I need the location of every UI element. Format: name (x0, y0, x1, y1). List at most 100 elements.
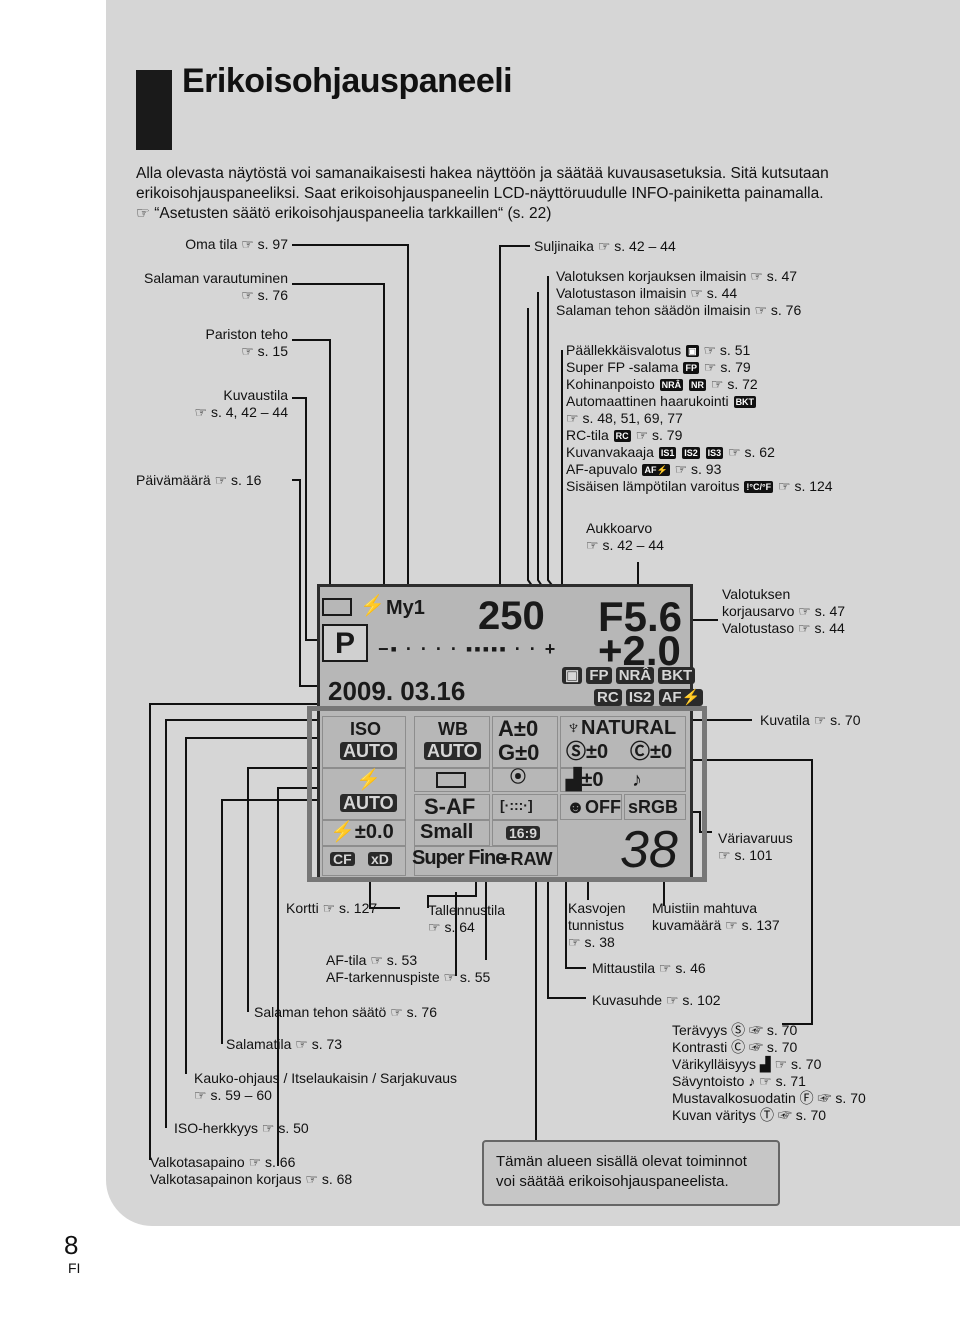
iso-label: ISO (350, 719, 382, 739)
label-kuvaustila: Kuvaustila (223, 387, 288, 403)
cell-quality[interactable] (414, 846, 558, 876)
label-salaman-varautuminen: Salaman varautuminen (144, 270, 288, 286)
saturation-text: ±0 (581, 769, 604, 791)
label-af-apuvalo: AF-apuvalo AF⚡ ☞ s. 93 (566, 461, 721, 478)
gradation-icon: ♪ (632, 769, 642, 791)
cell-color-space[interactable] (624, 794, 686, 820)
intro-line-1: Alla olevasta näytöstä voi samanaikaises… (136, 165, 829, 182)
cell-face-detect[interactable] (560, 794, 622, 820)
label-kontrasti: Kontrasti Ⓒ ☞ s. 70 (672, 1039, 797, 1056)
cell-image-size[interactable] (414, 820, 490, 846)
cell-saturation[interactable] (560, 768, 686, 792)
cell-aspect[interactable] (492, 820, 558, 846)
contrast-value: Ⓒ±0 (630, 742, 672, 762)
kontrasti-ref: ☞ s. 70 (749, 1039, 798, 1055)
page-title: Erikoisohjauspaneeli (182, 62, 513, 100)
cell-wb[interactable] (414, 716, 490, 768)
cell-picture-mode[interactable] (560, 716, 686, 768)
label-valotustaso: Valotustaso ☞ s. 44 (722, 620, 845, 636)
mustavalkosuodatin-ref: ☞ s. 70 (817, 1090, 866, 1106)
label-af-tila: AF-tila ☞ s. 53 (326, 952, 418, 968)
label-valkotasapaino: Valkotasapaino ☞ s. 66 (150, 1154, 296, 1170)
label-paivamaara: Päivämäärä ☞ s. 16 (136, 472, 262, 488)
label-kohinanpoisto: Kohinanpoisto NRÂ NR ☞ s. 72 (566, 376, 758, 393)
kuvan-varitys-ref: ☞ s. 70 (777, 1107, 827, 1123)
iso-value: AUTO (340, 742, 397, 760)
cell-card[interactable] (322, 846, 406, 876)
label-haarukointi-ref: ☞ s. 48, 51, 69, 77 (566, 410, 683, 426)
temperature-warning-icon: !°C/°F (744, 481, 774, 493)
label-tunnistus: tunnistus (568, 917, 625, 933)
is2-icon: IS2 (682, 447, 700, 459)
toning-small-icon: Ⓣ (759, 1107, 774, 1123)
label-salaman-varautuminen-ref: ☞ s. 76 (241, 287, 288, 303)
kohinanpoisto-text: Kohinanpoisto (566, 376, 655, 392)
bkt-lcd-icon: BKT (658, 667, 696, 684)
adjustable-zone (307, 706, 707, 882)
nra-icon: NRÂ (659, 379, 684, 391)
quality-value: Super Fine (412, 847, 506, 869)
label-salamatila: Salamatila ☞ s. 73 (226, 1036, 343, 1052)
label-mustavalkosuodatin: Mustavalkosuodatin Ⓕ ☞ s. 70 (672, 1090, 866, 1107)
kuvan-varitys-text: Kuvan väritys (672, 1107, 757, 1123)
raw-value: +RAW (500, 849, 553, 869)
face-icon: ☻ (566, 797, 585, 817)
flash-comp-value: ⚡±0.0 (330, 822, 394, 842)
paallekkaisvalotus-text: Päällekkäisvalotus (566, 342, 682, 358)
contrast-small-icon: Ⓒ (731, 1039, 746, 1055)
label-super-fp: Super FP -salama FP ☞ s. 79 (566, 359, 751, 376)
picture-mode-value: NATURAL (581, 717, 677, 739)
wb-g-value: G±0 (498, 740, 540, 765)
cell-af-mode[interactable] (414, 794, 490, 820)
cell-iso[interactable] (322, 716, 406, 768)
lampotila-ref: ☞ s. 124 (778, 478, 833, 494)
metering-icon: ⦿ (510, 769, 527, 786)
page-number: 8 (64, 1230, 79, 1260)
af-illuminator-icon: AF⚡ (642, 464, 670, 476)
label-valotuksen-korjausarvo-ref: korjausarvo ☞ s. 47 (722, 603, 846, 619)
label-salaman-tehon-saato: Salaman tehon säätö ☞ s. 76 (254, 1004, 437, 1020)
label-kauko-ohjaus-ref: ☞ s. 59 – 60 (194, 1087, 272, 1103)
cell-drive-mode[interactable] (414, 768, 490, 792)
shutter-speed: 250 (478, 594, 545, 638)
cell-wb-correction[interactable] (492, 716, 558, 768)
lcd-panel (317, 584, 693, 880)
sharpness-small-icon: Ⓢ (731, 1022, 746, 1038)
flash-mode-value: AUTO (340, 794, 397, 812)
label-aukkoarvo-ref: ☞ s. 42 – 44 (586, 537, 664, 553)
af-mode-value: S-AF (424, 794, 476, 819)
cell-metering[interactable] (492, 768, 558, 792)
flash-icon: ⚡ (356, 769, 381, 791)
cell-flash-comp[interactable] (322, 820, 406, 846)
is3-icon: IS3 (705, 447, 724, 459)
cell-af-point[interactable] (492, 794, 558, 820)
exposure-scale: −▪ · · · · ▪▪▪▪▪ · · + (378, 639, 558, 659)
label-kuvaustila-ref: ☞ s. 4, 42 – 44 (194, 404, 289, 420)
rc-tila-text: RC-tila (566, 427, 609, 443)
is1-icon: IS1 (658, 447, 677, 459)
label-tallennustila-ref: ☞ s. 64 (428, 919, 475, 935)
label-savyntoisto: Sävyntoisto ♪ ☞ s. 71 (672, 1073, 806, 1090)
label-pariston-teho: Pariston teho (205, 326, 289, 342)
label-rc-tila: RC-tila RC ☞ s. 79 (566, 427, 682, 444)
battery-icon (322, 598, 352, 616)
aperture-value: F5.6 (598, 593, 683, 640)
label-automaattinen-haarukointi: Automaattinen haarukointi BKT (566, 393, 757, 410)
af-lcd-icon: AF⚡ (658, 689, 704, 706)
face-detect-text: OFF (584, 797, 621, 817)
label-mittaustila: Mittaustila ☞ s. 46 (592, 960, 706, 976)
cell-flash-mode[interactable] (322, 768, 406, 820)
rc-lcd-icon: RC (594, 689, 622, 706)
intro-text: Alla olevasta näytöstä voi samanaikaises… (136, 164, 936, 224)
face-detect-value: ☻OFF (566, 798, 621, 816)
kuvanvakaaja-ref: ☞ s. 62 (728, 444, 775, 460)
contrast-icon: Ⓒ (630, 741, 650, 763)
label-kasvojen-ref: ☞ s. 38 (568, 934, 615, 950)
language-code: FI (68, 1260, 81, 1276)
super-fp-text: Super FP -salama (566, 359, 679, 375)
savyntoisto-ref: ☞ s. 71 (759, 1073, 806, 1089)
picture-mode-icon: ♆ (566, 717, 581, 739)
shooting-mode: P (322, 624, 368, 662)
sharpness-value: Ⓢ±0 (566, 742, 608, 762)
kuvanvakaaja-text: Kuvanvakaaja (566, 444, 654, 460)
